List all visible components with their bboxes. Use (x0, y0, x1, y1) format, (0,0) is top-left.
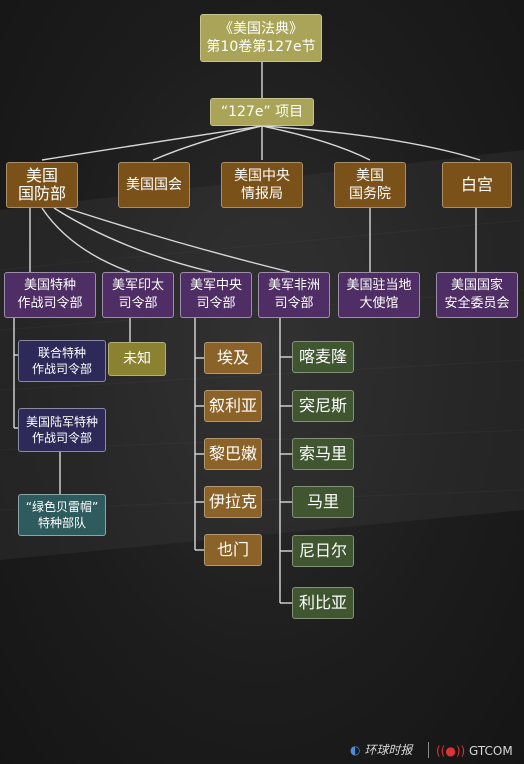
signal-icon: ((●)) (436, 744, 466, 758)
node-us-code: 《美国法典》第10卷第127e节 (200, 14, 322, 62)
node-cia: 美国中央 情报局 (221, 162, 303, 208)
building-backdrop (0, 150, 524, 560)
node-mali: 马里 (292, 486, 354, 518)
node-syria: 叙利亚 (204, 390, 262, 422)
node-lebanon: 黎巴嫩 (204, 438, 262, 470)
node-cameroon: 喀麦隆 (292, 341, 354, 373)
node-state: 美国 国务院 (334, 162, 406, 208)
node-127e-project: “127e” 项目 (210, 98, 314, 126)
node-army-soc: 美国陆军特种 作战司令部 (18, 408, 106, 452)
node-centcom: 美军中央 司令部 (180, 272, 252, 318)
node-iraq: 伊拉克 (204, 486, 262, 518)
globe-icon: ◐ (350, 743, 361, 757)
global-times-logo: ◐ 环球时报 (350, 741, 412, 758)
node-whitehouse: 白宫 (442, 162, 512, 208)
node-nsc: 美国国家 安全委员会 (436, 272, 518, 318)
gtcom-logo: ((●)) GTCOM (436, 744, 513, 758)
node-tunisia: 突尼斯 (292, 390, 354, 422)
node-indopacom: 美军印太 司令部 (102, 272, 174, 318)
node-somalia: 索马里 (292, 438, 354, 470)
logo-text-2: GTCOM (469, 744, 513, 758)
node-socom: 美国特种 作战司令部 (4, 272, 96, 318)
node-niger: 尼日尔 (292, 535, 354, 567)
us-code-line2: 第10卷第127e节 (206, 39, 316, 55)
node-embassy: 美国驻当地 大使馆 (338, 272, 420, 318)
node-yemen: 也门 (204, 534, 262, 566)
node-libya: 利比亚 (292, 587, 354, 619)
node-africom: 美军非洲 司令部 (258, 272, 330, 318)
logo-text-1: 环球时报 (364, 743, 413, 757)
us-code-line1: 《美国法典》 (219, 21, 303, 37)
node-unknown: 未知 (108, 342, 166, 376)
node-congress: 美国国会 (118, 162, 190, 208)
node-jsoc: 联合特种 作战司令部 (18, 340, 106, 382)
node-egypt: 埃及 (204, 342, 262, 374)
node-dod: 美国 国防部 (6, 162, 78, 208)
node-green-berets: “绿色贝雷帽” 特种部队 (18, 494, 106, 536)
footer-divider (428, 742, 429, 758)
